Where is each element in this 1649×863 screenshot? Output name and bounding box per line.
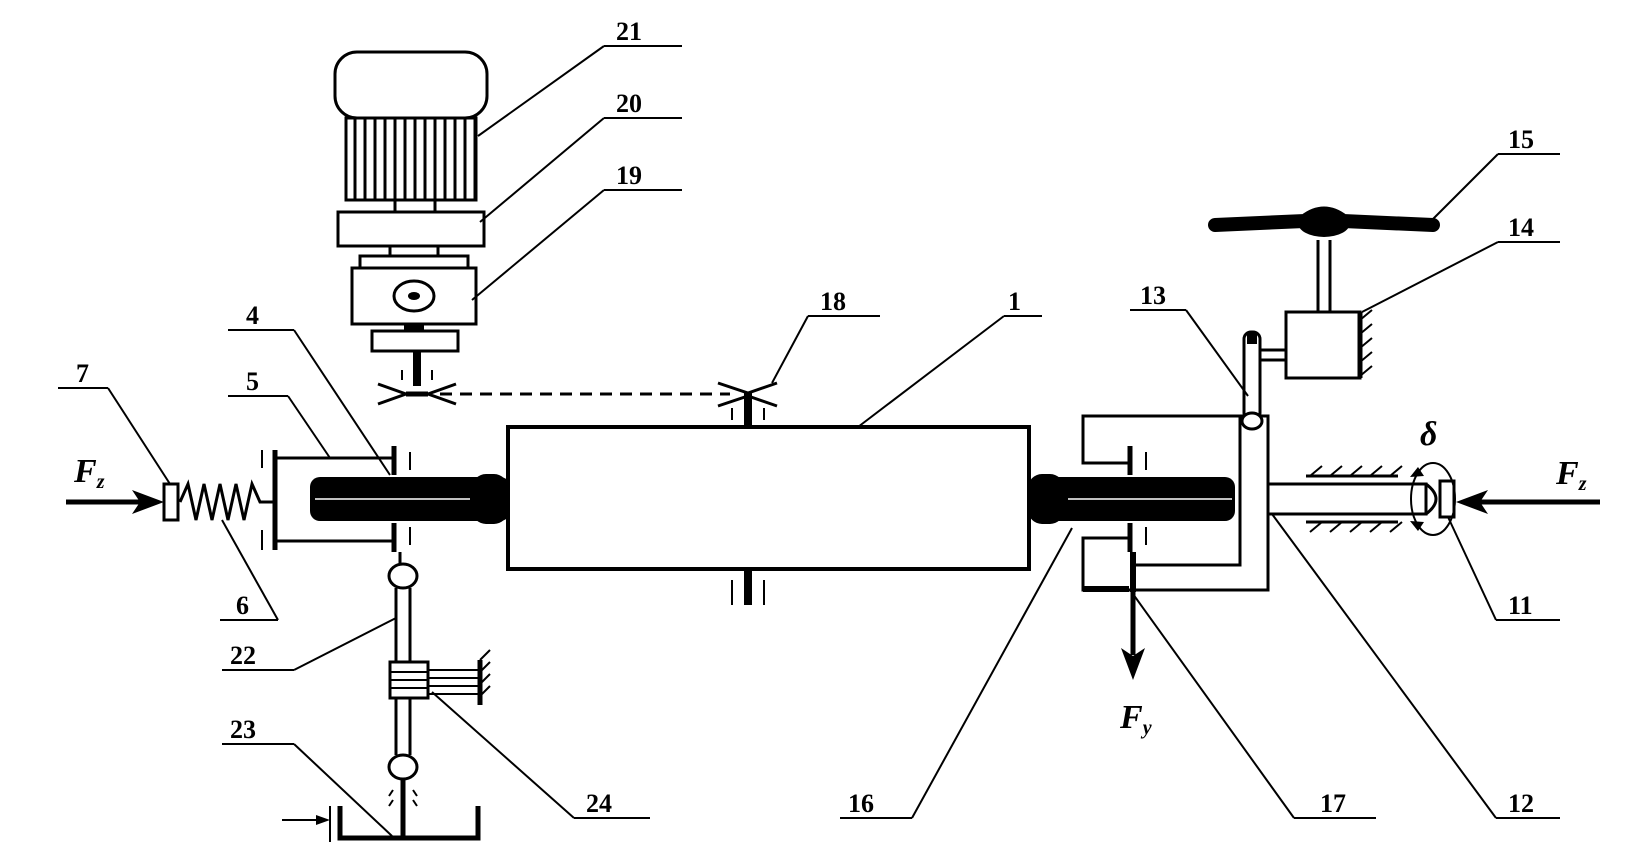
roll-lower-shaft bbox=[731, 569, 765, 605]
coupling-20 bbox=[336, 198, 486, 258]
handwheel-15 bbox=[1208, 206, 1440, 312]
force-fz-right-arrow bbox=[1456, 490, 1600, 514]
force-fz-right-label: Fz bbox=[1555, 455, 1587, 495]
bearing-4 bbox=[391, 446, 411, 552]
leader-7: 7 bbox=[58, 359, 171, 485]
leader-11: 11 bbox=[1447, 516, 1560, 621]
svg-text:20: 20 bbox=[616, 89, 642, 118]
leader-13: 13 bbox=[1130, 281, 1249, 397]
svg-text:14: 14 bbox=[1508, 213, 1534, 242]
svg-text:18: 18 bbox=[820, 287, 846, 316]
motor-pulley bbox=[377, 351, 457, 406]
svg-text:19: 19 bbox=[616, 161, 642, 190]
roll-1 bbox=[506, 425, 1031, 571]
leader-5: 5 bbox=[228, 367, 331, 459]
delta-label: δ bbox=[1420, 416, 1437, 453]
leader-16: 16 bbox=[840, 527, 1073, 819]
leader-18: 18 bbox=[771, 287, 880, 384]
base-23 bbox=[282, 779, 481, 842]
leader-12: 12 bbox=[1271, 513, 1560, 819]
leader-17: 17 bbox=[1132, 593, 1376, 819]
leader-24: 24 bbox=[431, 691, 650, 819]
spring-6 bbox=[178, 479, 275, 521]
force-fy-label: Fy bbox=[1119, 699, 1152, 739]
pulley-18 bbox=[717, 381, 778, 427]
force-fy-arrow bbox=[1121, 592, 1145, 680]
leader-4: 4 bbox=[228, 301, 391, 476]
leader-23: 23 bbox=[222, 715, 393, 837]
svg-text:13: 13 bbox=[1140, 281, 1166, 310]
pad-11 bbox=[1438, 479, 1456, 519]
clamp-24 bbox=[388, 649, 491, 705]
svg-text:22: 22 bbox=[230, 641, 256, 670]
svg-text:17: 17 bbox=[1320, 789, 1346, 818]
svg-text:1: 1 bbox=[1008, 287, 1021, 316]
svg-text:12: 12 bbox=[1508, 789, 1534, 818]
leader-22: 22 bbox=[222, 617, 397, 671]
leader-1: 1 bbox=[857, 287, 1042, 428]
svg-text:16: 16 bbox=[848, 789, 874, 818]
svg-text:11: 11 bbox=[1508, 591, 1533, 620]
plunger-12 bbox=[1266, 465, 1438, 533]
svg-text:21: 21 bbox=[616, 17, 642, 46]
pad-7 bbox=[162, 482, 180, 522]
leader-19: 19 bbox=[471, 161, 682, 301]
leader-20: 20 bbox=[479, 89, 682, 223]
force-fz-left-label: Fz bbox=[73, 453, 105, 493]
leader-6: 6 bbox=[220, 519, 279, 621]
bracket-5 bbox=[261, 450, 395, 550]
svg-text:4: 4 bbox=[246, 301, 259, 330]
link-rod-22 bbox=[387, 552, 419, 781]
force-fz-left-arrow bbox=[66, 490, 164, 514]
reducer-19 bbox=[350, 254, 478, 353]
svg-text:24: 24 bbox=[586, 789, 612, 818]
svg-text:15: 15 bbox=[1508, 125, 1534, 154]
lever-13 bbox=[1240, 330, 1286, 431]
svg-text:7: 7 bbox=[76, 359, 89, 388]
motor-21 bbox=[333, 50, 489, 202]
svg-text:23: 23 bbox=[230, 715, 256, 744]
housing-14 bbox=[1284, 309, 1373, 380]
svg-text:6: 6 bbox=[236, 591, 249, 620]
leader-15: 15 bbox=[1425, 125, 1560, 227]
frame-bracket bbox=[1081, 414, 1270, 592]
rotation-delta-arrow bbox=[1410, 462, 1456, 536]
svg-text:5: 5 bbox=[246, 367, 259, 396]
leader-21: 21 bbox=[477, 17, 682, 137]
leader-14: 14 bbox=[1361, 213, 1560, 313]
